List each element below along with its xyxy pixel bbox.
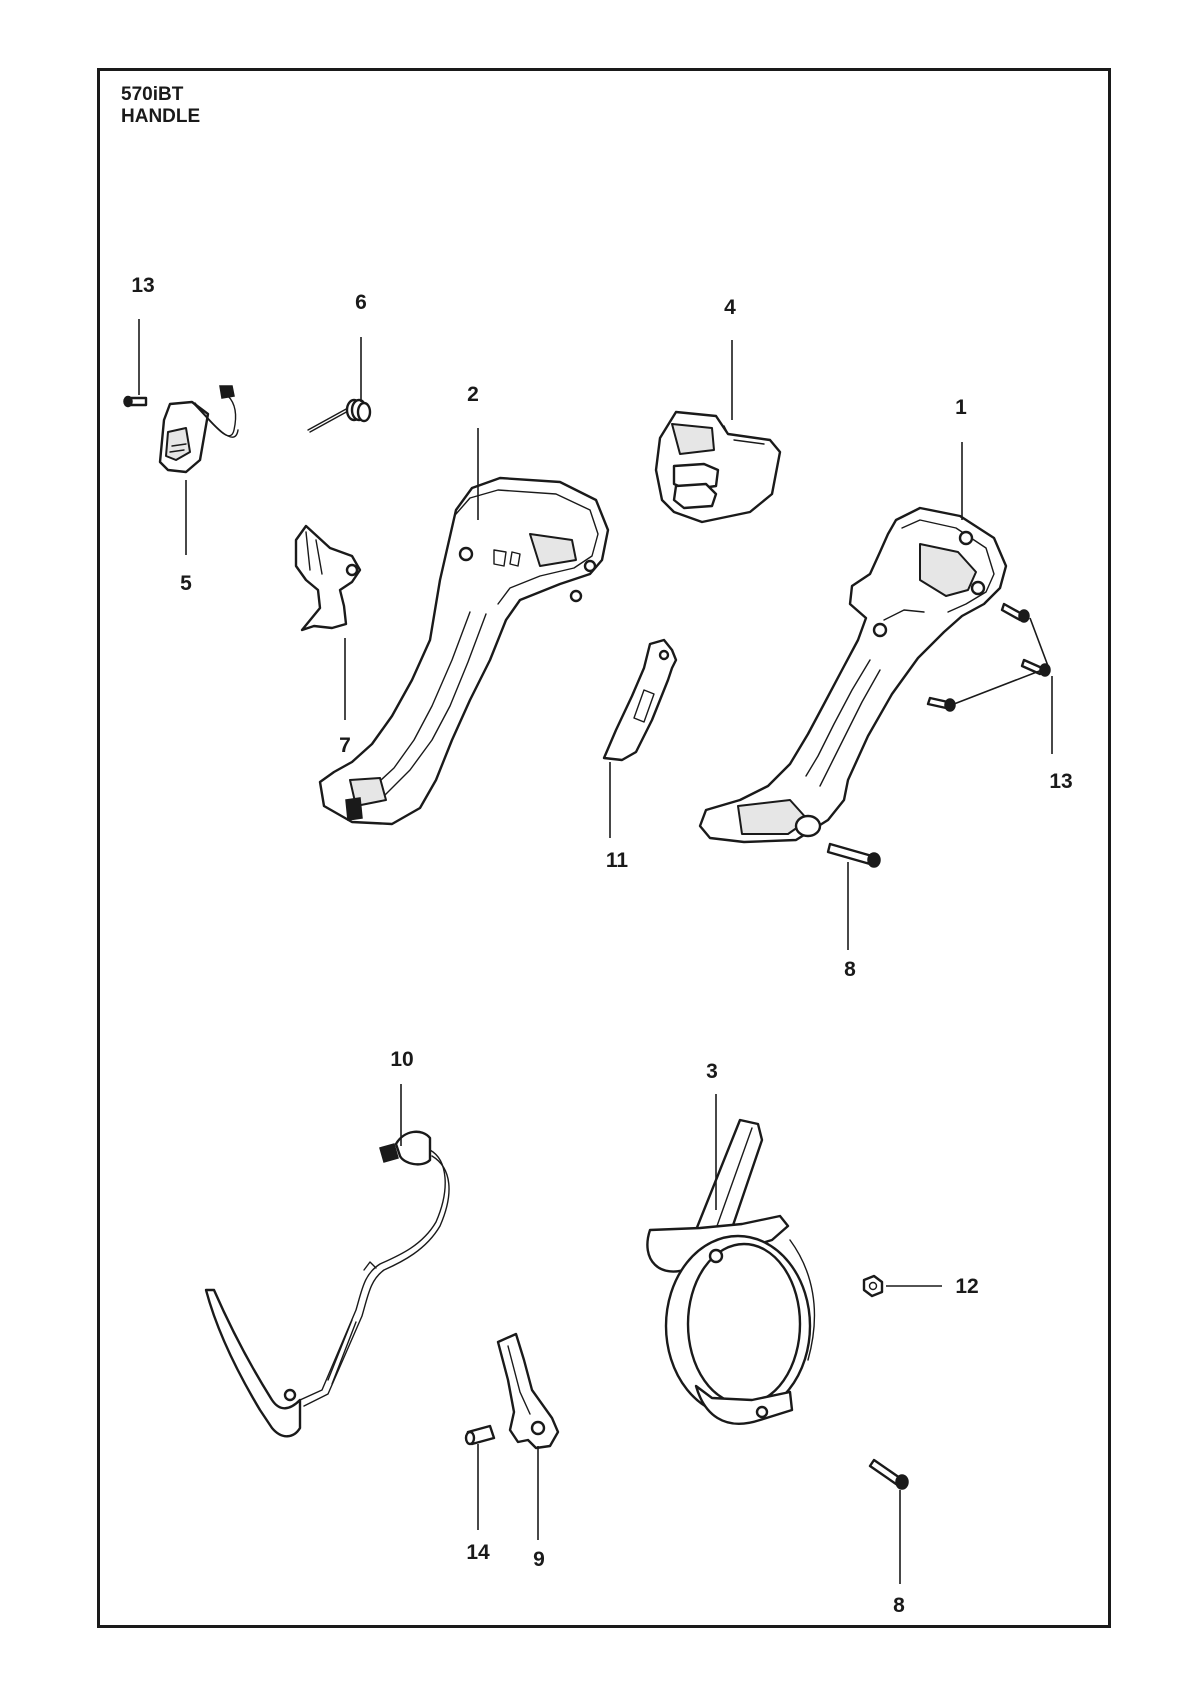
callout-12: 12 <box>955 1275 978 1298</box>
drawing-frame <box>97 68 1111 1628</box>
callout-14: 14 <box>466 1541 490 1564</box>
part-1-handle-housing-outer[interactable] <box>698 506 1008 844</box>
diagram-title: 570iBT HANDLE <box>121 84 200 128</box>
part-14-pin[interactable] <box>464 1424 496 1446</box>
callout-8-lower: 8 <box>893 1594 905 1617</box>
part-13-screw-left[interactable] <box>123 395 148 408</box>
callout-5: 5 <box>180 572 192 595</box>
callout-4: 4 <box>724 296 736 319</box>
callout-1: 1 <box>955 396 967 419</box>
part-3-handle-bracket[interactable] <box>646 1118 816 1425</box>
part-9-clamp-lever[interactable] <box>496 1332 560 1450</box>
part-8-screw-lower[interactable] <box>868 1458 909 1490</box>
callout-11: 11 <box>606 849 629 872</box>
callout-13-right: 13 <box>1049 770 1072 793</box>
callout-3: 3 <box>706 1060 718 1083</box>
callout-10: 10 <box>390 1048 413 1071</box>
part-5-switch[interactable] <box>158 385 239 474</box>
part-8-screw-upper[interactable] <box>826 842 881 868</box>
part-4-control-panel[interactable] <box>654 410 782 524</box>
leader-lines <box>138 319 1053 1584</box>
callout-7: 7 <box>339 734 351 757</box>
callout-8-upper: 8 <box>844 958 856 981</box>
part-10-wire-harness[interactable] <box>204 1130 450 1438</box>
part-2-handle-housing-inner[interactable] <box>318 476 610 826</box>
callout-labels: 13 5 6 7 2 4 1 13 11 8 10 3 12 14 9 8 <box>131 274 1072 1617</box>
callout-6: 6 <box>355 291 367 314</box>
part-7-trigger[interactable] <box>294 524 362 632</box>
section-name: HANDLE <box>121 106 201 127</box>
callout-13-top: 13 <box>131 274 154 297</box>
callout-9: 9 <box>533 1548 545 1571</box>
model-name: 570iBT <box>121 84 184 105</box>
part-11-circuit-board[interactable] <box>602 638 678 762</box>
part-12-nut[interactable] <box>862 1274 884 1298</box>
part-13-screws-right[interactable] <box>926 602 1051 712</box>
callout-2: 2 <box>467 383 479 406</box>
part-6-spring[interactable] <box>307 398 372 433</box>
